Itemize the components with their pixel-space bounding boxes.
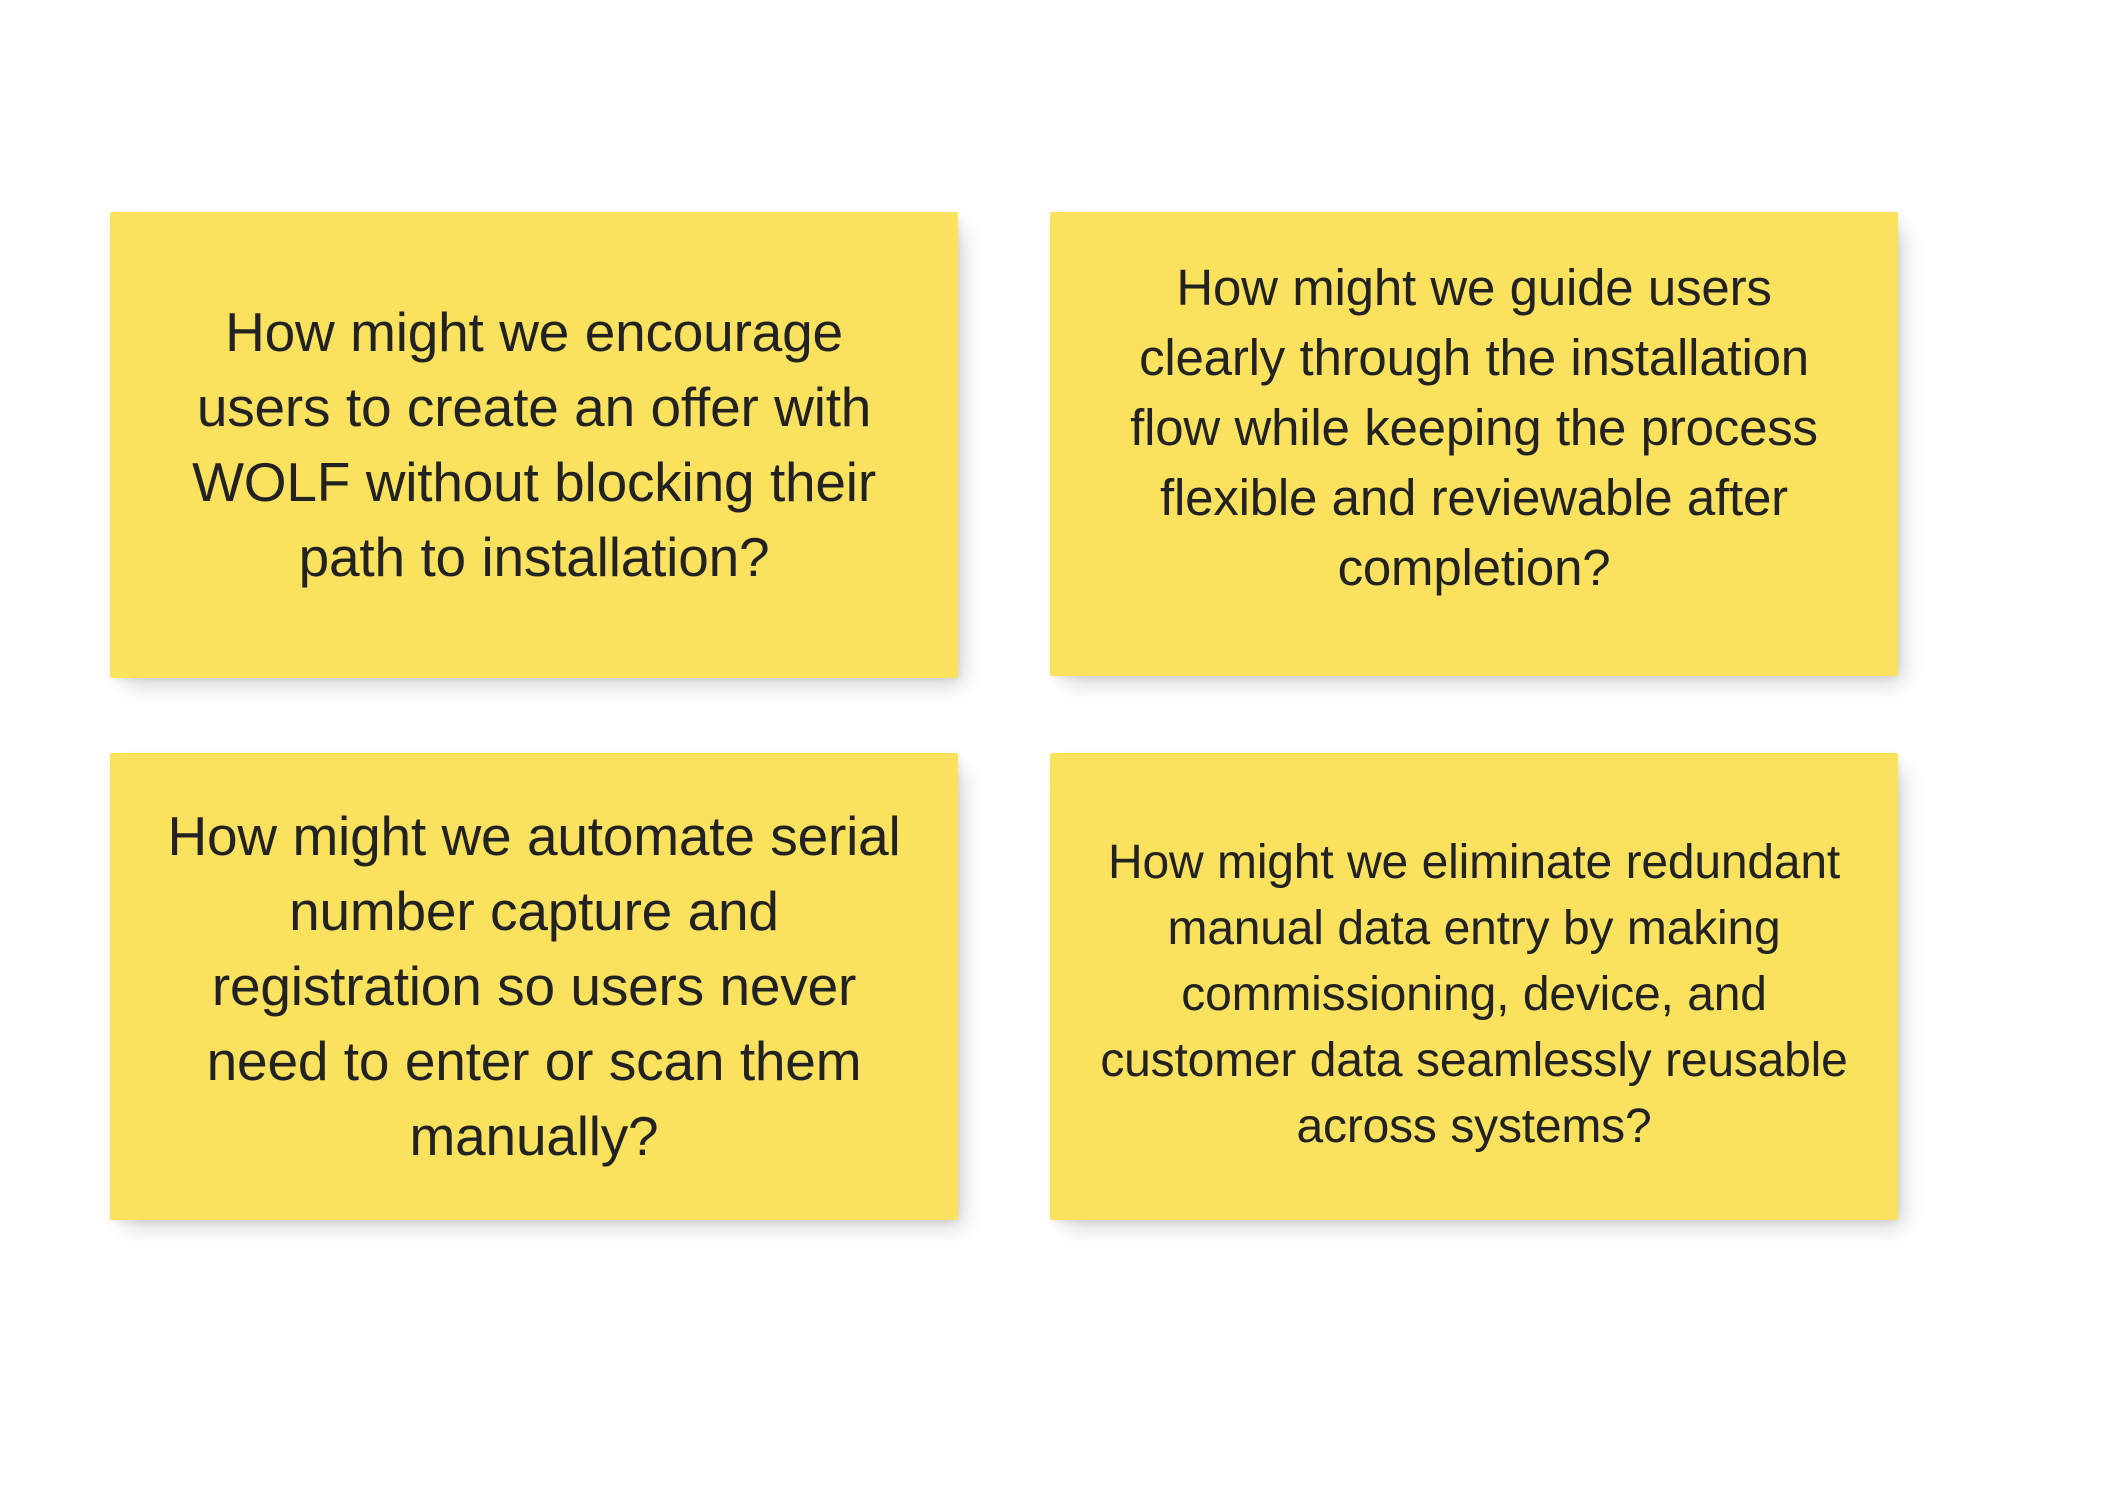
- sticky-note-bottom-right[interactable]: How might we eliminate redundant manual …: [1050, 753, 1898, 1220]
- sticky-note-text: How might we encourage users to create a…: [192, 301, 876, 588]
- sticky-note-text: How might we guide users clearly through…: [1130, 259, 1818, 596]
- sticky-note-top-left[interactable]: How might we encourage users to create a…: [110, 212, 958, 678]
- sticky-note-top-right[interactable]: How might we guide users clearly through…: [1050, 212, 1898, 676]
- sticky-note-text: How might we automate serial number capt…: [167, 805, 901, 1167]
- sticky-note-bottom-left[interactable]: How might we automate serial number capt…: [110, 753, 958, 1220]
- sticky-note-text: How might we eliminate redundant manual …: [1100, 835, 1848, 1153]
